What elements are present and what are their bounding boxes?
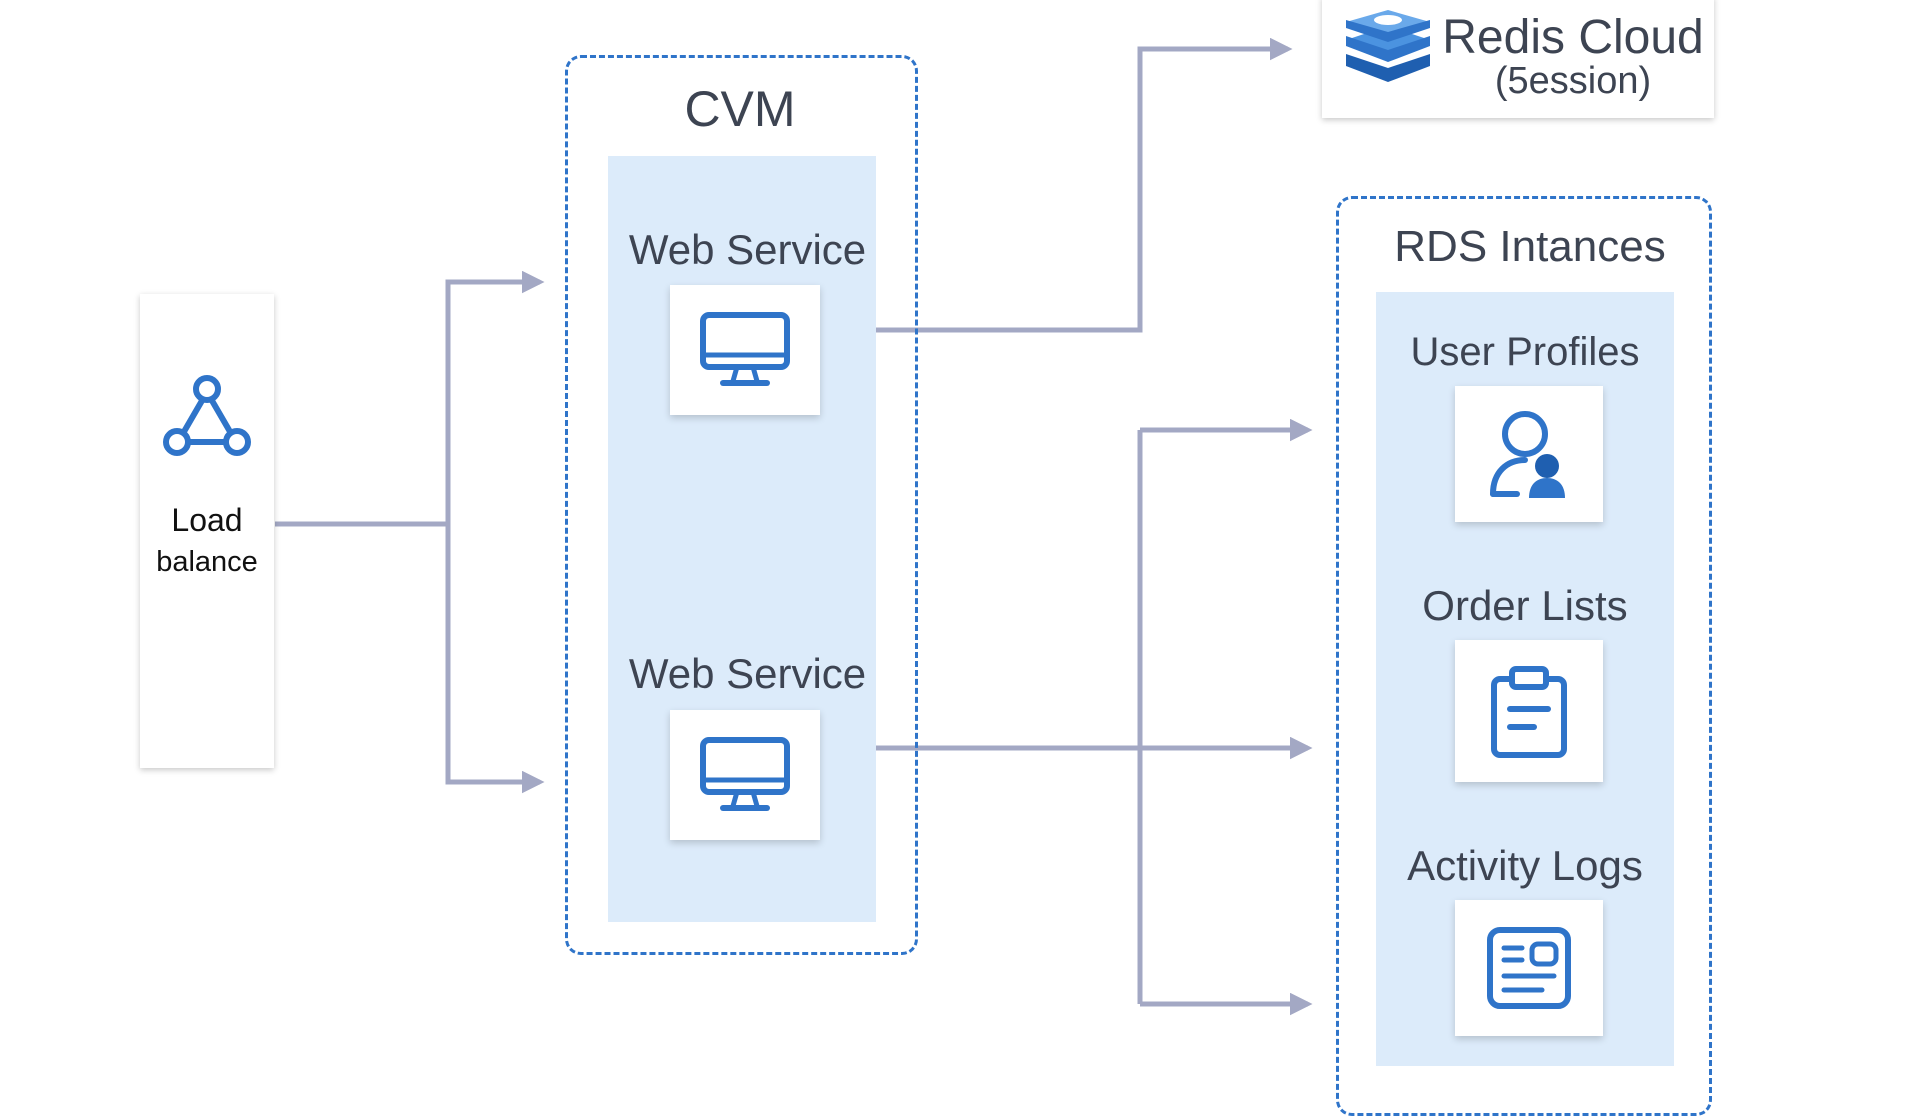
activity-logs-tile[interactable]: [1455, 900, 1603, 1036]
activity-logs-label: Activity Logs: [1407, 842, 1643, 889]
redis-stack-icon: [1346, 10, 1430, 82]
load-balancer-card[interactable]: Load balance: [140, 294, 274, 768]
log-card-icon: [1487, 927, 1571, 1009]
user-profiles-tile[interactable]: [1455, 386, 1603, 522]
redis-card[interactable]: Redis Cloud (5ession): [1322, 0, 1714, 118]
monitor-icon: [700, 737, 790, 811]
load-balancer-label-line2: balance: [156, 546, 258, 578]
monitor-icon: [700, 312, 790, 386]
rds-title: RDS Intances: [1394, 222, 1666, 271]
web-service-tile-1[interactable]: [670, 285, 820, 415]
connector-lines: [275, 37, 1313, 1016]
user-profiles-label: User Profiles: [1410, 330, 1640, 374]
connector-lb-to-web2: [445, 524, 545, 794]
cvm-title: CVM: [684, 81, 796, 137]
connector-web1-to-redis: [875, 37, 1293, 333]
order-lists-tile[interactable]: [1455, 640, 1603, 782]
clipboard-icon: [1491, 666, 1567, 758]
load-balancer-label-line1: Load: [171, 502, 243, 538]
web-service-tile-2[interactable]: [670, 710, 820, 840]
connector-lb-to-web1: [445, 270, 545, 782]
order-lists-label: Order Lists: [1422, 582, 1628, 629]
web-service-label-2: Web Service: [628, 650, 867, 697]
cvm-group: [565, 55, 918, 955]
network-triangle-icon: [163, 375, 251, 456]
web-service-label-1: Web Service: [628, 226, 867, 273]
redis-subtitle: (5ession): [1494, 60, 1652, 102]
redis-title: Redis Cloud: [1442, 11, 1704, 64]
user-profile-icon: [1490, 411, 1565, 498]
